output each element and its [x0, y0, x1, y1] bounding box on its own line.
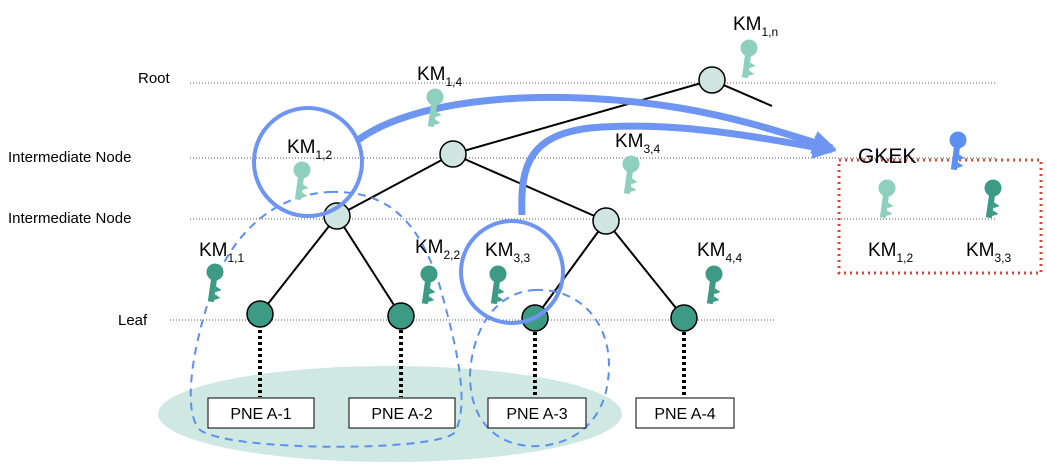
- key-icon-km11: [202, 262, 226, 303]
- gkek-member-label-km12: KM1,2: [868, 240, 914, 265]
- key-label-km12: KM1,2: [287, 137, 333, 162]
- highlight-circle-km33: [459, 219, 565, 325]
- leaf-node-2: [387, 302, 415, 330]
- key-icon-gkek: [945, 130, 969, 171]
- level-label-leaf: Leaf: [118, 312, 148, 329]
- leaf-node-1: [246, 300, 274, 328]
- leaf-connectors: [258, 330, 686, 397]
- key-label-km11: KM1,1: [199, 240, 245, 265]
- key-icon-km1n: [736, 38, 760, 79]
- gkek-member-label-km33: KM3,3: [966, 240, 1012, 265]
- arrow-km12-to-gkek: [355, 93, 837, 154]
- leaf-node-4: [670, 304, 698, 332]
- key-icon-gkek-km33: [980, 178, 1004, 219]
- key-label-km22: KM2,2: [415, 237, 461, 262]
- level-label-root: Root: [138, 70, 171, 87]
- gkek-label: GKEK: [858, 145, 916, 168]
- intermediate-node-right: [592, 207, 620, 235]
- pne-box-3: PNE A-3: [487, 397, 587, 429]
- key-icon-gkek-km12: [874, 178, 898, 219]
- pne-label-3: PNE A-3: [506, 406, 567, 423]
- key-label-km14: KM1,4: [417, 64, 463, 89]
- root-node: [698, 66, 726, 94]
- level-label-intermediate-lower: Intermediate Node: [8, 210, 131, 227]
- intermediate-node-upper: [439, 140, 467, 168]
- internal-nodes: [323, 66, 726, 235]
- pne-label-1: PNE A-1: [230, 406, 291, 423]
- leaf-nodes: [246, 300, 698, 332]
- level-label-intermediate-upper: Intermediate Node: [8, 149, 131, 166]
- key-icon-km12: [289, 160, 313, 201]
- highlight-circle-km12: [252, 106, 364, 218]
- key-label-km1n: KM1,n: [733, 14, 778, 39]
- pne-box-4: PNE A-4: [635, 397, 735, 429]
- key-icon-km34: [618, 154, 642, 195]
- gkek-group-box: [837, 158, 1043, 275]
- arrow-km33-to-gkek: [518, 122, 837, 216]
- key-icon-km22: [416, 264, 440, 305]
- pne-label-4: PNE A-4: [654, 406, 715, 423]
- pne-box-1: PNE A-1: [207, 397, 315, 429]
- key-label-km44: KM4,4: [697, 240, 743, 265]
- key-label-km33: KM3,3: [485, 240, 531, 265]
- key-label-km34: KM3,4: [615, 131, 661, 156]
- tree-edges: [259, 79, 773, 319]
- pne-label-2: PNE A-2: [371, 406, 432, 423]
- key-icon-km44: [701, 264, 725, 305]
- pne-box-2: PNE A-2: [348, 397, 456, 429]
- level-lines: [170, 82, 995, 321]
